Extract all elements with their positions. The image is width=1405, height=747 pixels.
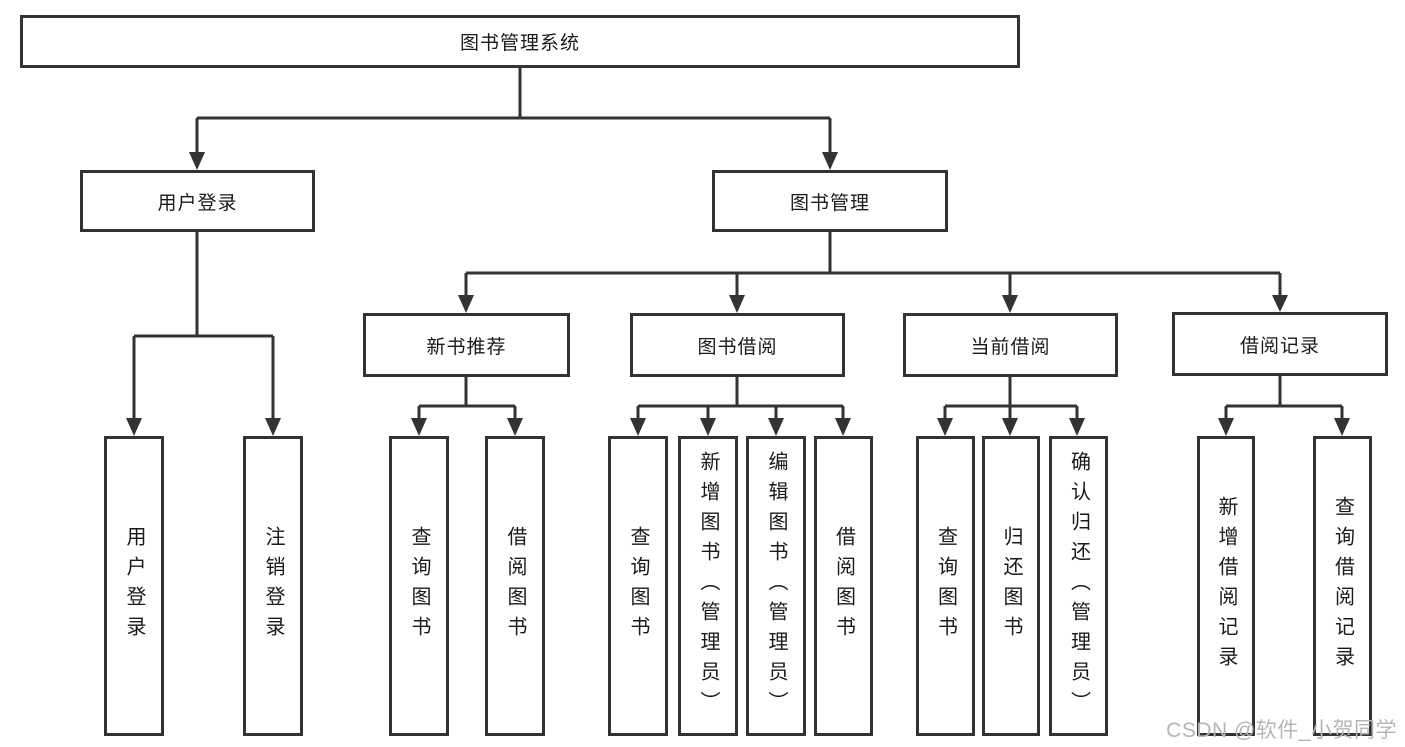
node-label: 查询图书: [408, 526, 430, 646]
node-label: 查询图书: [627, 526, 649, 646]
node-query-books-recommend: 查询图书: [389, 436, 449, 736]
arrowhead: [507, 418, 523, 436]
arrowhead: [768, 418, 784, 436]
node-query-books-current: 查询图书: [916, 436, 975, 736]
node-label: 借阅图书: [832, 526, 855, 646]
node-label: 确认归还（管理员）: [1067, 451, 1090, 721]
arrowhead: [822, 152, 838, 170]
arrowhead: [835, 418, 851, 436]
node-add-borrow-record: 新增借阅记录: [1197, 436, 1255, 736]
connector-user-login-group: [126, 232, 281, 436]
connector-line: [195, 68, 832, 152]
node-borrowing-records: 借阅记录: [1172, 312, 1388, 376]
node-label: 新增图书（管理员）: [697, 451, 719, 721]
node-edit-book-admin: 编辑图书（管理员）: [746, 436, 806, 736]
connector-line: [464, 232, 1282, 295]
node-return-books: 归还图书: [982, 436, 1040, 736]
arrowhead: [1002, 295, 1018, 313]
arrowhead: [729, 295, 745, 313]
connector-book-borrowing-group: [630, 377, 851, 436]
arrowhead: [189, 152, 205, 170]
node-book-management: 图书管理: [712, 170, 948, 232]
arrowhead: [1218, 418, 1234, 436]
node-label: 查询借阅记录: [1331, 496, 1354, 676]
arrowhead: [1069, 418, 1085, 436]
node-add-book-admin: 新增图书（管理员）: [678, 436, 738, 736]
node-current-borrowing: 当前借阅: [903, 313, 1118, 377]
node-label: 用户登录: [157, 192, 238, 214]
connector-line: [636, 377, 845, 418]
node-new-book-recommend: 新书推荐: [363, 313, 570, 377]
node-confirm-return-admin: 确认归还（管理员）: [1049, 436, 1108, 736]
node-query-books-borrowing: 查询图书: [608, 436, 668, 736]
arrowhead: [1334, 418, 1350, 436]
connector-line: [1224, 376, 1344, 418]
connector-book-management-group: [458, 232, 1288, 313]
node-label: 新增借阅记录: [1215, 496, 1237, 676]
node-user-login: 用户登录: [80, 170, 315, 232]
connector-current-borrowing-group: [937, 377, 1085, 436]
node-label: 编辑图书（管理员）: [765, 451, 787, 721]
connector-line: [417, 377, 517, 418]
arrowhead: [630, 418, 646, 436]
node-label: 用户登录: [123, 526, 145, 646]
connector-root-group: [189, 68, 838, 170]
node-label: 图书管理: [789, 192, 870, 214]
arrowhead: [411, 418, 427, 436]
node-borrow-books-recommend: 借阅图书: [485, 436, 545, 736]
node-query-borrow-record: 查询借阅记录: [1313, 436, 1372, 736]
node-label: 查询图书: [934, 526, 957, 646]
node-login: 用户登录: [104, 436, 164, 736]
node-label: 图书管理系统: [459, 33, 580, 54]
connector-borrowing-records-group: [1218, 376, 1350, 436]
arrowhead: [126, 418, 142, 436]
connector-line: [132, 232, 275, 418]
node-label: 借阅记录: [1239, 335, 1320, 357]
node-logout: 注销登录: [243, 436, 303, 736]
node-label: 归还图书: [1000, 526, 1022, 646]
arrowhead: [700, 418, 716, 436]
arrowhead: [1002, 418, 1018, 436]
node-label: 借阅图书: [504, 526, 526, 646]
connector-line: [943, 377, 1079, 418]
arrowhead: [458, 295, 474, 313]
arrowhead: [1272, 295, 1288, 312]
node-label: 图书借阅: [697, 336, 778, 358]
watermark: CSDN @软件_小贺同学: [1166, 719, 1397, 742]
node-label: 新书推荐: [426, 336, 507, 358]
node-label: 当前借阅: [970, 336, 1051, 358]
node-library-system: 图书管理系统: [20, 15, 1020, 68]
node-book-borrowing: 图书借阅: [630, 313, 845, 377]
arrowhead: [937, 418, 953, 436]
connector-new-book-group: [411, 377, 523, 436]
node-label: 注销登录: [262, 526, 284, 646]
arrowhead: [265, 418, 281, 436]
node-borrow-books: 借阅图书: [814, 436, 873, 736]
